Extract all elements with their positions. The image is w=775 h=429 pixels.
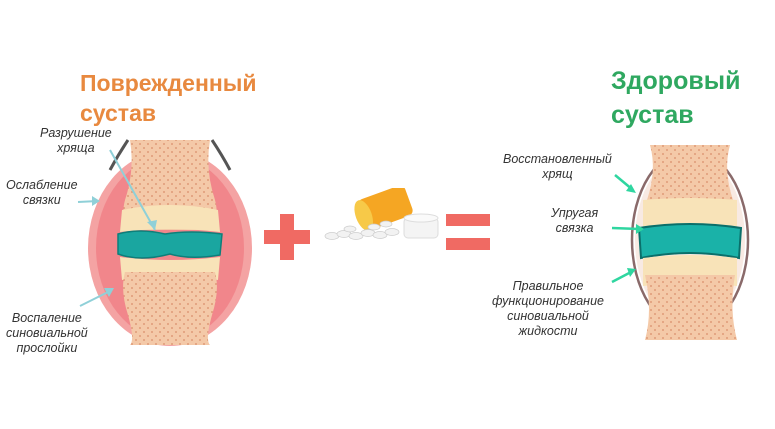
label-cartilage-destruction: Разрушение хряща (40, 126, 112, 156)
title-line: Поврежденный (80, 70, 257, 96)
label-line: прослойки (16, 341, 78, 355)
label-elastic-ligament: Упругая связка (551, 206, 598, 236)
title-line: сустав (611, 101, 694, 129)
label-restored-cartilage: Восстановленный хрящ (503, 152, 612, 182)
label-line: Ослабление (6, 178, 78, 192)
label-line: Воспаление (11, 311, 82, 325)
label-synovial-function: Правильное функционирование синовиальной… (492, 279, 604, 339)
label-synovial-inflammation: Воспаление синовиальной прослойки (6, 311, 88, 356)
label-line: связки (22, 193, 61, 207)
plus-icon (264, 214, 310, 260)
label-line: Упругая (551, 206, 599, 220)
healthy-joint-illustration (630, 145, 750, 340)
label-line: синовиальной (6, 326, 88, 340)
damaged-joint-illustration (88, 139, 252, 346)
label-line: Правильное (512, 279, 584, 293)
label-line: хряща (57, 141, 95, 155)
label-line: синовиальной (507, 309, 589, 323)
label-ligament-weakening: Ослабление связки (6, 178, 78, 208)
healthy-joint-title: Здоровый сустав (611, 64, 740, 132)
damaged-joint-title: Поврежденный сустав (80, 68, 257, 128)
equals-icon (446, 214, 490, 250)
label-line: Восстановленный (503, 152, 612, 166)
title-line: Здоровый (611, 67, 741, 95)
label-line: функционирование (492, 294, 604, 308)
label-line: жидкости (518, 324, 578, 338)
label-line: хрящ (542, 167, 573, 181)
label-line: Разрушение (40, 126, 112, 140)
label-line: связка (555, 221, 594, 235)
pill-bottle-icon (324, 188, 439, 240)
title-line: сустав (80, 100, 156, 126)
